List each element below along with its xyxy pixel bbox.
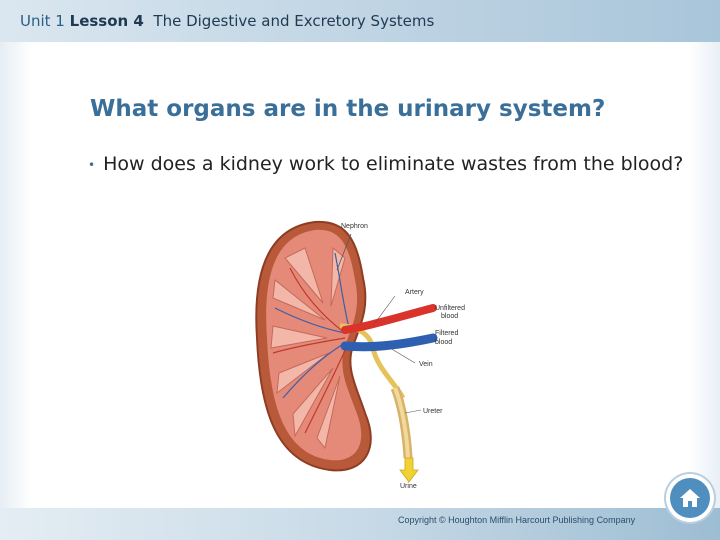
label-artery: Artery [405,289,424,296]
renal-pyramids [270,246,346,450]
renal-artery [341,304,437,334]
slide-title: What organs are in the urinary system? [90,96,606,122]
label-filtered: Filtered [435,330,458,337]
label-unfiltered: Unfiltered [435,305,465,312]
home-button-inner [670,478,710,518]
left-border [0,42,32,508]
unit-label: Unit 1 [20,12,65,30]
ureter-pointer [404,409,422,414]
label-unfiltered-blood: blood [441,313,458,320]
bullet-text: How does a kidney work to eliminate wast… [103,153,684,175]
topic-label: The Digestive and Excretory Systems [153,12,435,30]
header-title: Unit 1 Lesson 4 The Digestive and Excret… [20,12,434,30]
kidney-illustration: Nephron Artery Unfiltered blood Filtered… [255,220,465,490]
right-border [688,42,720,508]
kidney-cortex [266,229,362,461]
label-urine: Urine [400,483,417,490]
label-ureter: Ureter [423,408,443,415]
label-nephron: Nephron [341,223,368,230]
copyright-text: Copyright © Houghton Mifflin Harcourt Pu… [398,515,636,525]
kidney-diagram: Nephron Artery Unfiltered blood Filtered… [245,208,475,490]
vein-pointer [389,347,416,364]
urine-arrow [399,457,419,483]
bullet-icon: • [88,158,96,172]
label-vein: Vein [419,361,433,368]
nephron-pointer [336,233,352,271]
header-bar: Unit 1 Lesson 4 The Digestive and Excret… [0,0,720,42]
lesson-label: Lesson 4 [69,12,144,30]
ureter-lumen [393,387,410,459]
home-button[interactable] [666,474,714,522]
bullet-item: • How does a kidney work to eliminate wa… [88,152,688,178]
vessel-network [272,252,350,434]
home-icon [680,489,700,507]
artery-pointer [374,295,396,324]
footer-bar [0,508,720,540]
renal-vein [340,333,438,352]
label-filtered-blood: blood [435,339,452,346]
